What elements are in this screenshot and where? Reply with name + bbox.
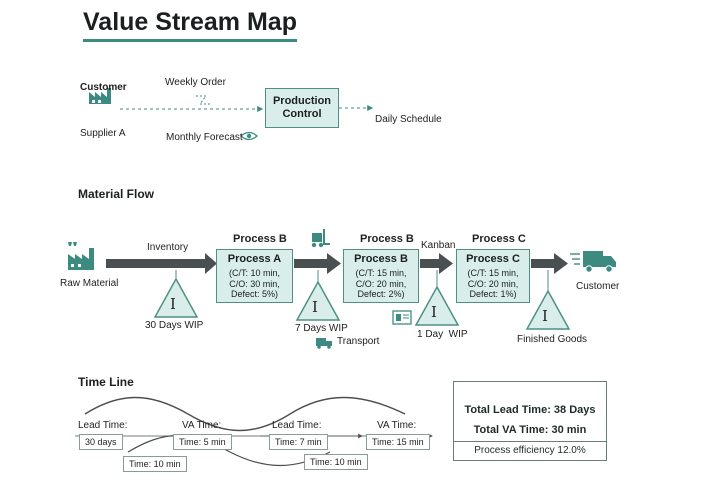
process-defect: Defect: 2%) — [357, 289, 405, 299]
raw-material-label: Raw Material — [60, 278, 119, 289]
inventory-label-1: 30 Days WIP — [145, 320, 204, 331]
process-defect: Defect: 5%) — [230, 289, 279, 299]
push-arrow-3 — [420, 253, 453, 274]
transport-truck-icon — [316, 338, 332, 349]
process-name: Process B — [354, 253, 408, 265]
process-name: Process A — [227, 253, 282, 265]
timeline-wave-lower — [127, 435, 331, 466]
inventory-triangle-4 — [525, 270, 571, 330]
inventory-label-2: 7 Days WIP — [295, 323, 348, 334]
push-arrow-4 — [531, 253, 568, 274]
monthly-forecast-label: Monthly Forecast — [166, 132, 243, 143]
page-title: Value Stream Map — [83, 8, 297, 42]
va-time-2-value: Time: 15 min — [366, 434, 430, 450]
process-box-b: Process B (C/T: 15 min, C/O: 20 min, Def… — [343, 249, 419, 303]
va-time-1-value: Time: 5 min — [173, 434, 232, 450]
forklift-icon — [311, 229, 330, 248]
inventory-glyph-2: I — [312, 298, 318, 316]
process-box-a: Process A (C/T: 10 min, C/O: 30 min, Def… — [216, 249, 293, 303]
kanban-card-icon — [392, 310, 412, 325]
inventory-label: Inventory — [147, 242, 189, 253]
push-arrow-2 — [294, 253, 341, 274]
process-defect: Defect: 1%) — [469, 289, 517, 299]
material-flow-title: Material Flow — [78, 187, 155, 201]
process-name: Process C — [466, 253, 520, 265]
weekly-order-label: Weekly Order — [165, 77, 226, 88]
supplier-label: Supplier A — [80, 128, 126, 139]
process-ct: (C/T: 10 min, — [228, 268, 280, 278]
delivery-truck-icon — [570, 251, 616, 273]
summary-box: Total Lead Time: 38 Days Total VA Time: … — [453, 381, 607, 461]
timeline-wave-upper — [84, 396, 406, 432]
raw-material-factory-icon — [68, 242, 94, 270]
kanban-label: Kanban — [421, 240, 456, 251]
lead-time-1-label: Lead Time: — [78, 420, 128, 431]
inventory-label-3: 1 Day WIP — [417, 329, 468, 340]
inventory-glyph-3: I — [431, 303, 437, 321]
transport-label: Transport — [337, 336, 380, 347]
daily-schedule-label: Daily Schedule — [375, 114, 442, 125]
lead-time-2-label: Lead Time: — [272, 420, 322, 431]
lead-time-2-value: Time: 7 min — [269, 434, 328, 450]
summary-divider — [454, 441, 606, 442]
weekly-order-zigzag — [196, 95, 210, 105]
process-co: C/O: 20 min, — [467, 278, 519, 289]
process-co: C/O: 30 min, — [229, 278, 280, 289]
inventory-triangle-2 — [295, 270, 341, 321]
customer-label: Customer — [80, 82, 127, 93]
lower-time-2: Time: 10 min — [304, 454, 368, 470]
inventory-label-4: Finished Goods — [517, 334, 588, 345]
va-time-2-label: VA Time: — [377, 420, 417, 431]
timeline-title: Time Line — [78, 375, 134, 389]
process-efficiency: Process efficiency 12.0% — [474, 445, 586, 456]
eye-icon — [240, 131, 258, 141]
process-header-2: Process B — [360, 233, 414, 245]
customer-end-label: Customer — [576, 281, 620, 292]
total-va-time: Total VA Time: 30 min — [473, 424, 587, 436]
total-lead-time: Total Lead Time: 38 Days — [464, 404, 596, 416]
inventory-triangle-3 — [414, 270, 460, 326]
push-arrow-1 — [106, 253, 217, 274]
process-header-3: Process C — [472, 233, 526, 245]
process-co: C/O: 20 min, — [355, 278, 407, 289]
process-header-1: Process B — [233, 233, 287, 245]
process-ct: (C/T: 15 min, — [355, 268, 407, 278]
process-ct: (C/T: 15 min, — [467, 268, 519, 278]
lead-time-1-value: 30 days — [79, 434, 123, 450]
supplier-factory-icon — [89, 88, 111, 104]
inventory-triangle-1 — [153, 270, 199, 318]
process-box-c: Process C (C/T: 15 min, C/O: 20 min, Def… — [456, 249, 530, 303]
va-time-1-label: VA Time: — [182, 420, 222, 431]
lower-time-1: Time: 10 min — [123, 456, 187, 472]
inventory-glyph-4: I — [542, 307, 548, 325]
inventory-glyph-1: I — [170, 295, 176, 313]
production-control-box: Production Control — [265, 88, 339, 128]
